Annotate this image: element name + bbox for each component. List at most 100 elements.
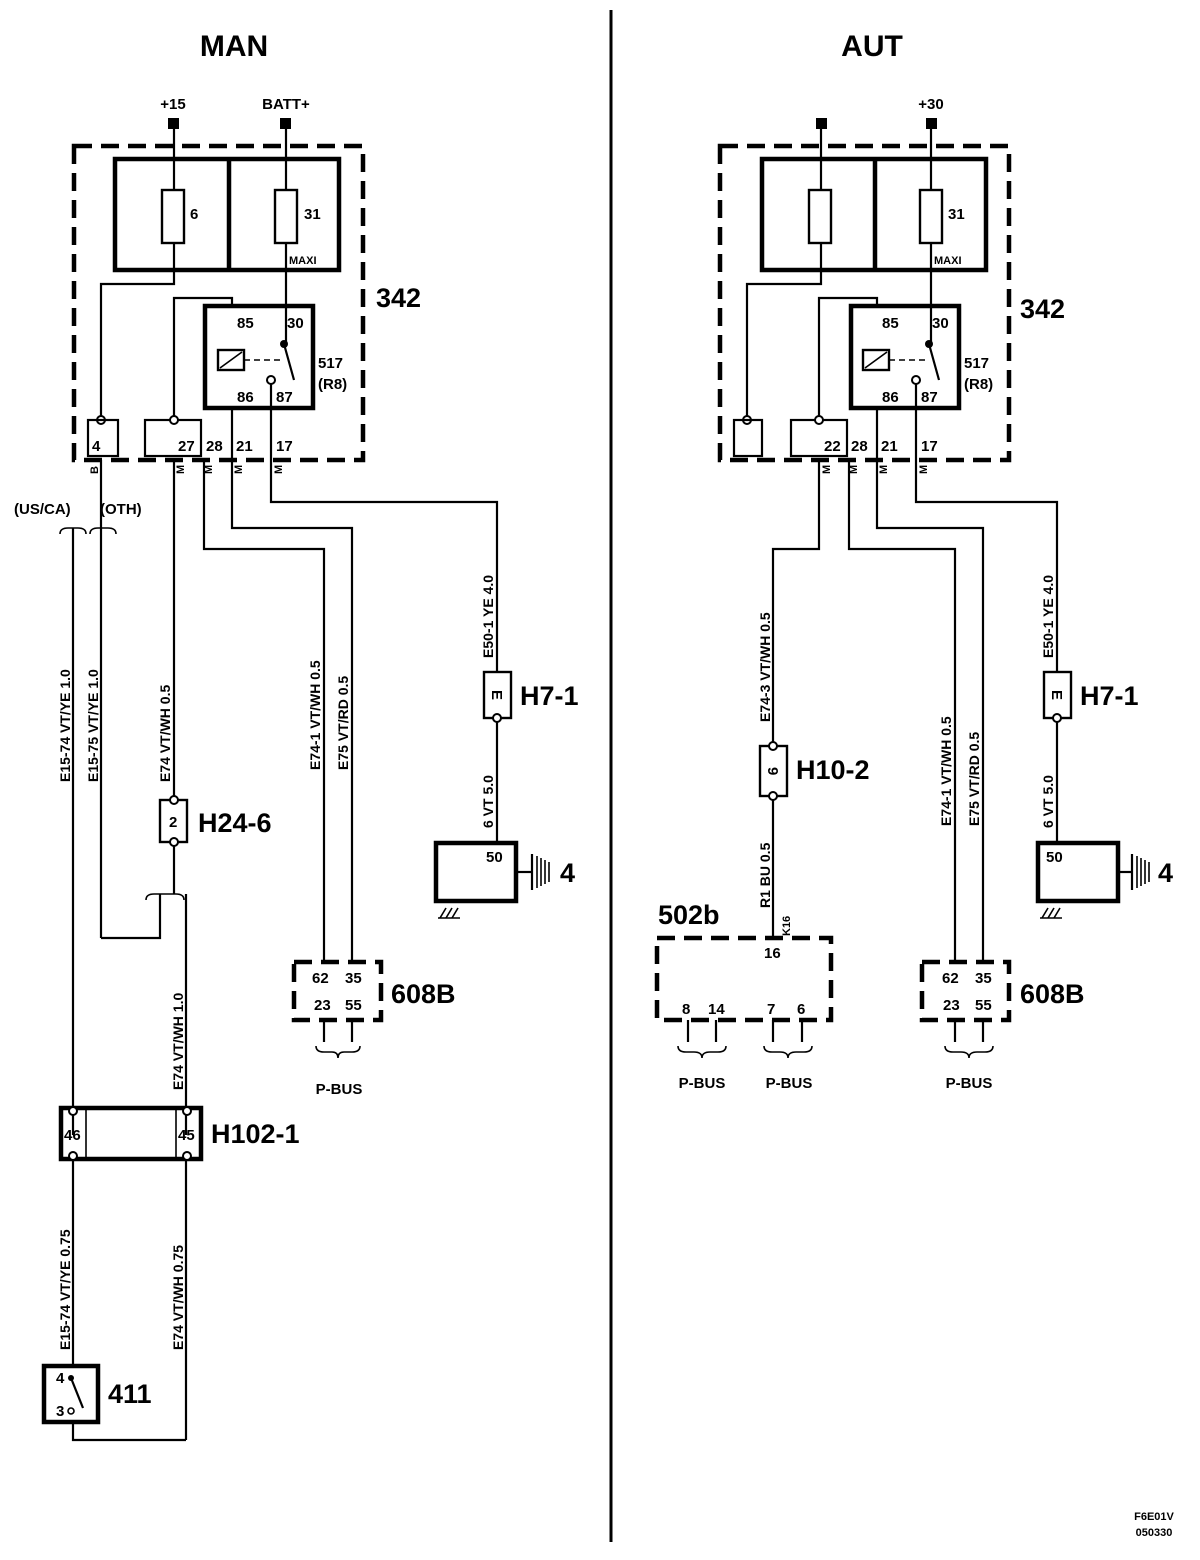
module-502b-label: 502b: [658, 900, 720, 930]
relay-517-label: 517: [318, 355, 343, 372]
section-title-aut: AUT: [841, 30, 903, 63]
connector-h10-2: [758, 744, 789, 798]
wire-e50-1: E50-1 YE 4.0: [480, 575, 496, 658]
module-608b-pin-55: 55: [345, 997, 362, 1014]
pbus-label-608b-right: P-BUS: [946, 1075, 993, 1092]
fusebox-right-code-m-21: M: [878, 465, 890, 474]
fuse-31-right-label: 31: [948, 206, 965, 223]
fuse-31-right-maxi: MAXI: [934, 255, 962, 267]
wire-e15-74: E15-74 VT/YE 1.0: [57, 669, 73, 782]
fusebox-code-m-28: M: [203, 465, 215, 474]
footer-code: F6E01V: [1134, 1511, 1174, 1523]
fusebox-right-pin-28: 28: [851, 438, 868, 455]
fusebox-right-code-m-22: M: [821, 465, 833, 474]
switch-411-pin-4: 4: [56, 1370, 65, 1387]
wire-e74-05: E74 VT/WH 0.5: [157, 685, 173, 782]
pbus-label-608b: P-BUS: [316, 1081, 363, 1098]
fuse-31-maxi-label: MAXI: [289, 255, 317, 267]
variant-oth: (OTH): [100, 501, 142, 518]
connector-h7-1-label: H7-1: [520, 681, 579, 711]
connector-h24-6-pin: 2: [169, 814, 177, 831]
wire-e15-74-075: E15-74 VT/YE 0.75: [57, 1229, 73, 1350]
section-title-man: MAN: [200, 30, 268, 63]
wire-e15-75: E15-75 VT/YE 1.0: [85, 669, 101, 782]
relay-517-sublabel: (R8): [318, 376, 347, 393]
footer-date: 050330: [1136, 1527, 1173, 1539]
relay-517-right-sublabel: (R8): [964, 376, 993, 393]
connector-h102-1-label: H102-1: [211, 1119, 300, 1149]
connector-h7-1-right-pin: E: [1048, 690, 1065, 700]
connector-h7-1-pin: E: [488, 690, 505, 700]
module-608b-right-pin-55: 55: [975, 997, 992, 1014]
ground-4-label: 4: [560, 858, 575, 888]
relay-517: [202, 303, 316, 411]
wire-6-vt: 6 VT 5.0: [480, 775, 496, 828]
fusebox-pin-27: 27: [178, 438, 195, 455]
module-608b-pin-23: 23: [314, 997, 331, 1014]
connector-h7-1-right-label: H7-1: [1080, 681, 1139, 711]
fusebox-pin-17: 17: [276, 438, 293, 455]
wire-e74-3: E74-3 VT/WH 0.5: [757, 612, 773, 722]
fusebox-342-right-label: 342: [1020, 294, 1065, 324]
fuse-31: [273, 188, 299, 245]
wire-e74-10: E74 VT/WH 1.0: [170, 993, 186, 1090]
module-608b-right-label: 608B: [1020, 979, 1085, 1009]
connector-h10-2-pin: 9: [764, 767, 781, 775]
ground-icon: [516, 854, 550, 890]
switch-411-pin-3: 3: [56, 1403, 64, 1420]
wire-e75: E75 VT/RD 0.5: [335, 676, 351, 770]
fusebox-right-connector-a: [732, 418, 764, 458]
ground-4-block: [433, 840, 519, 904]
module-502b-pin-7: 7: [767, 1001, 775, 1018]
supply-batt-label: BATT+: [262, 96, 310, 113]
ground-4-right-label: 4: [1158, 858, 1173, 888]
chassis-ground-icon: [438, 907, 460, 919]
relay-517-right-label: 517: [964, 355, 989, 372]
wire-e74-1-right: E74-1 VT/WH 0.5: [938, 716, 954, 826]
module-608b-right-pin-23: 23: [943, 997, 960, 1014]
pbus-label-502b-a: P-BUS: [679, 1075, 726, 1092]
wire-e75-right: E75 VT/RD 0.5: [966, 732, 982, 826]
switch-411-label: 411: [108, 1379, 152, 1409]
supply-plus30-label: +30: [918, 96, 943, 113]
relay-right-pin-85: 85: [882, 315, 899, 332]
fusebox-pin-28: 28: [206, 438, 223, 455]
module-502b-pin-8: 8: [682, 1001, 690, 1018]
wire-e74-1: E74-1 VT/WH 0.5: [307, 660, 323, 770]
supply-plus15-terminal: [168, 118, 179, 129]
relay-right-pin-87: 87: [921, 389, 938, 406]
fusebox-342-outline: [71, 143, 366, 463]
fusebox-342-right-outline: [717, 143, 1012, 463]
ground-right-icon: [1118, 854, 1150, 890]
supply-plus15-label: +15: [160, 96, 185, 113]
aut-section: +30 342 31 MAXI 85 30 86 87 517 (R8) 22: [654, 96, 1173, 1092]
fusebox-right-pin-22: 22: [824, 438, 841, 455]
module-608b-right-pin-35: 35: [975, 970, 992, 987]
module-608b-pin-35: 35: [345, 970, 362, 987]
fusebox-pin-4: 4: [92, 438, 101, 455]
relay-pin-86: 86: [237, 389, 254, 406]
fuse-6: [160, 188, 186, 245]
module-502b-pin-6: 6: [797, 1001, 805, 1018]
supply-plus30-terminal: [926, 118, 937, 129]
fuse-6-label: 6: [190, 206, 198, 223]
fusebox-right-code-m-28: M: [848, 465, 860, 474]
fuse-31-right: [918, 188, 944, 245]
connector-h10-2-label: H10-2: [796, 755, 870, 785]
variant-us-ca: (US/CA): [14, 501, 71, 518]
connector-h102-1-pin-45: 45: [178, 1127, 195, 1144]
module-608b-right: [919, 959, 1012, 1023]
fusebox-code-m-21: M: [233, 465, 245, 474]
module-502b-pin-14: 14: [708, 1001, 725, 1018]
chassis-ground-right-icon: [1040, 907, 1062, 919]
wire-r1: R1 BU 0.5: [757, 842, 773, 908]
ground-4-right-pin: 50: [1046, 849, 1063, 866]
connector-h102-1-pin-46: 46: [64, 1127, 81, 1144]
ground-4-pin: 50: [486, 849, 503, 866]
fuse-31-label: 31: [304, 206, 321, 223]
wire-e74-075: E74 VT/WH 0.75: [170, 1245, 186, 1350]
relay-pin-30: 30: [287, 315, 304, 332]
switch-contact-icon: [69, 1377, 85, 1409]
supply-left-terminal: [816, 118, 827, 129]
fusebox-connector-a: [86, 418, 120, 458]
